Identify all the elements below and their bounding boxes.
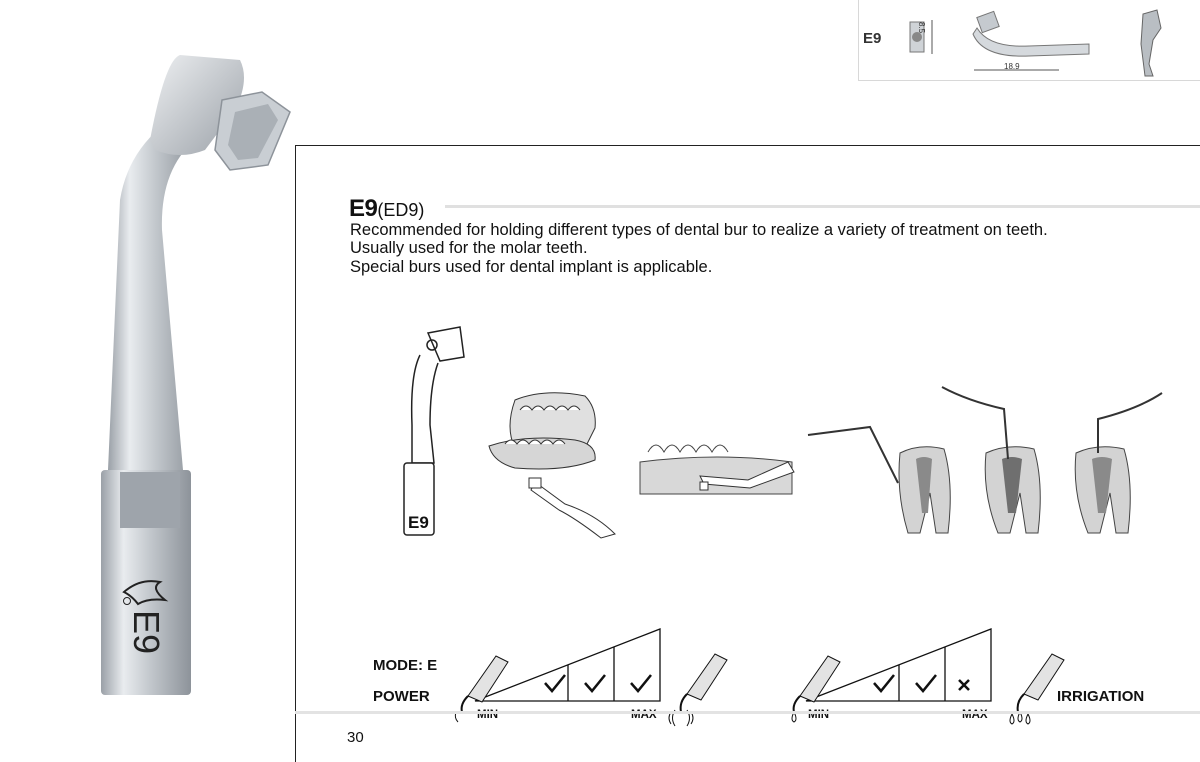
- spec-code: E9: [863, 30, 882, 47]
- check-icon: [873, 674, 895, 693]
- handpiece-low-water-icon: [791, 655, 841, 723]
- handpiece-high-water-icon: [1009, 653, 1065, 725]
- handpiece-low-power-icon: [454, 655, 509, 723]
- check-icon: [630, 674, 652, 693]
- molar-model-illustration: [488, 392, 616, 539]
- droplets-icon: [1009, 710, 1031, 725]
- title-alt-code: (ED9): [377, 200, 425, 220]
- description-line: Special burs used for dental implant is …: [350, 258, 713, 276]
- tip-line-drawing: E9: [403, 326, 465, 536]
- title-code: E9: [349, 195, 378, 222]
- tip-photo: E9: [101, 55, 291, 695]
- mode-label: MODE: E: [373, 657, 438, 674]
- power-scale: [474, 628, 661, 702]
- irrigation-label: IRRIGATION: [1057, 688, 1145, 705]
- drawing-tip-label: E9: [408, 513, 429, 532]
- spec-strip: E9 8.5 18.9: [858, 0, 1200, 81]
- content-frame: [295, 145, 1200, 762]
- check-icon: [544, 674, 566, 693]
- product-title: E9(ED9): [349, 195, 424, 223]
- spec-3d-view-icon: [1140, 9, 1162, 77]
- implant-teeth-illustration: [639, 444, 795, 495]
- spec-length: 18.9: [1004, 62, 1020, 71]
- tip-engraving: E9: [126, 610, 167, 654]
- page-number: 30: [347, 729, 364, 746]
- spec-side-view-icon: [972, 10, 1090, 71]
- check-icon: [915, 674, 937, 693]
- vibration-icon: [668, 709, 694, 727]
- spec-end-view-icon: [909, 20, 933, 54]
- droplet-icon: [791, 710, 797, 723]
- cross-icon: [958, 679, 970, 691]
- irrigation-scale: [805, 628, 992, 702]
- root-canal-illustration: [807, 386, 1163, 534]
- description-line: Recommended for holding different types …: [350, 221, 1048, 239]
- power-label: POWER: [373, 688, 430, 705]
- description-line: Usually used for the molar teeth.: [350, 239, 588, 257]
- check-icon: [584, 674, 606, 693]
- title-rule: [445, 205, 1200, 208]
- footer-rule: [295, 711, 1200, 714]
- spec-height: 8.5: [917, 22, 926, 34]
- handpiece-high-power-icon: [668, 653, 728, 727]
- registered-mark-icon: [123, 597, 131, 605]
